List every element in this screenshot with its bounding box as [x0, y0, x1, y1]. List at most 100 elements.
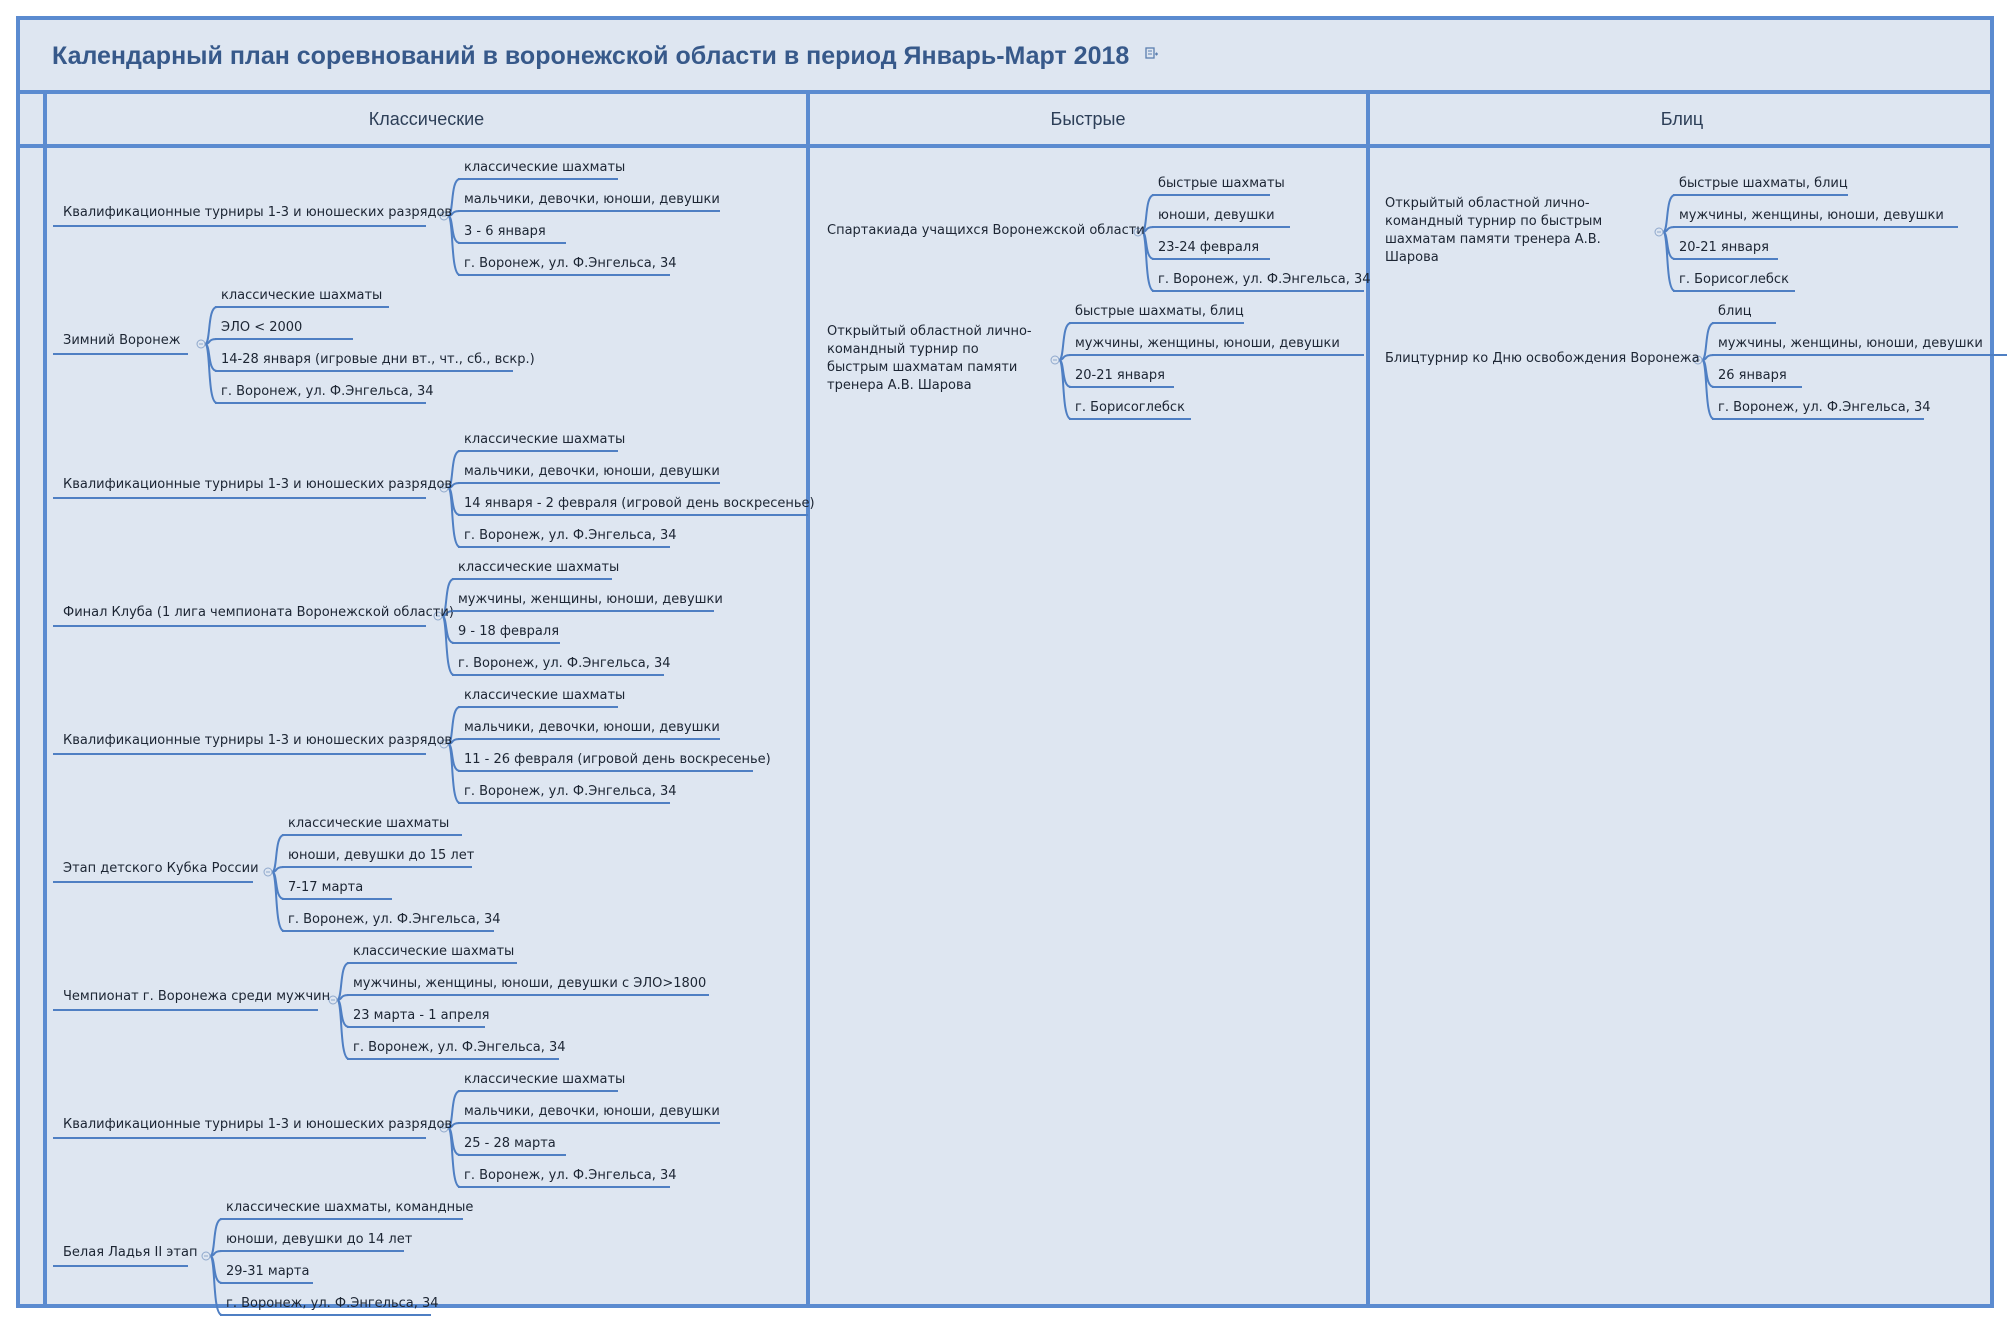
detail-node[interactable]: мальчики, девочки, юноши, девушки	[464, 192, 720, 207]
event-node[interactable]: Квалификационные турниры 1-3 и юношеских…	[63, 733, 453, 748]
collapse-toggle-icon[interactable]	[328, 995, 338, 1005]
detail-node[interactable]: мужчины, женщины, юноши, девушки	[1679, 208, 1944, 223]
detail-node[interactable]: г. Воронеж, ул. Ф.Энгельса, 34	[464, 528, 677, 543]
branch-connector	[1141, 231, 1155, 292]
column-header-rapid[interactable]: Быстрые	[1050, 109, 1126, 129]
event-node[interactable]: Зимний Воронеж	[63, 333, 181, 348]
detail-node[interactable]: юноши, девушки до 14 лет	[226, 1232, 413, 1247]
detail-underline	[458, 242, 566, 244]
detail-underline	[215, 402, 426, 404]
detail-node[interactable]: 23 марта - 1 апреля	[353, 1008, 490, 1023]
column-divider-2	[1366, 90, 1370, 1308]
detail-node[interactable]: юноши, девушки до 15 лет	[288, 848, 475, 863]
detail-node[interactable]: мужчины, женщины, юноши, девушки	[458, 592, 723, 607]
detail-underline	[458, 1122, 720, 1124]
event-node[interactable]: Чемпионат г. Воронежа среди мужчин	[63, 989, 331, 1004]
collapse-toggle-icon[interactable]	[1050, 355, 1060, 365]
detail-node[interactable]: блиц	[1718, 304, 1752, 319]
detail-node[interactable]: г. Воронеж, ул. Ф.Энгельса, 34	[1718, 400, 1931, 415]
title-divider	[16, 90, 1994, 94]
detail-underline	[1673, 290, 1795, 292]
detail-node[interactable]: мужчины, женщины, юноши, девушки с ЭЛО>1…	[353, 976, 707, 991]
event-node[interactable]: Открыйтый областной лично-командный турн…	[1385, 196, 1603, 265]
event-node[interactable]: Квалификационные турниры 1-3 и юношеских…	[63, 1117, 453, 1132]
detail-underline	[458, 482, 720, 484]
detail-underline	[1069, 354, 1364, 356]
event-node[interactable]: Этап детского Кубка России	[63, 861, 259, 876]
collapse-toggle-icon[interactable]	[1133, 227, 1143, 237]
collapse-toggle-icon[interactable]	[263, 867, 273, 877]
detail-node[interactable]: 25 - 28 марта	[464, 1136, 556, 1151]
detail-underline	[458, 546, 670, 548]
collapse-toggle-icon[interactable]	[439, 211, 449, 221]
event-node[interactable]: Финал Клуба (1 лига чемпионата Воронежск…	[63, 605, 454, 620]
branch-connector	[447, 487, 461, 548]
detail-node[interactable]: 20-21 января	[1679, 240, 1769, 255]
detail-node[interactable]: мужчины, женщины, юноши, девушки	[1718, 336, 1983, 351]
collapse-toggle-icon[interactable]	[433, 611, 443, 621]
event-node[interactable]: Открыйтый областной лично-командный турн…	[827, 324, 1032, 393]
detail-underline	[458, 770, 753, 772]
notes-icon[interactable]	[1145, 46, 1159, 60]
detail-node[interactable]: классические шахматы	[464, 688, 626, 703]
detail-node[interactable]: г. Воронеж, ул. Ф.Энгельса, 34	[464, 784, 677, 799]
detail-node[interactable]: 14 января - 2 февраля (игровой день воск…	[464, 496, 815, 511]
detail-node[interactable]: г. Борисоглебск	[1679, 272, 1789, 287]
detail-node[interactable]: 7-17 марта	[288, 880, 364, 895]
collapse-toggle-icon[interactable]	[1654, 227, 1664, 237]
detail-underline	[458, 738, 720, 740]
detail-node[interactable]: классические шахматы	[464, 160, 626, 175]
detail-node[interactable]: классические шахматы	[353, 944, 515, 959]
detail-underline	[452, 610, 714, 612]
detail-node[interactable]: г. Воронеж, ул. Ф.Энгельса, 34	[1158, 272, 1371, 287]
detail-underline	[458, 1154, 566, 1156]
detail-node[interactable]: 29-31 марта	[226, 1264, 310, 1279]
event-node[interactable]: Квалификационные турниры 1-3 и юношеских…	[63, 205, 453, 220]
detail-node[interactable]: 14-28 января (игровые дни вт., чт., сб.,…	[221, 352, 535, 367]
detail-node[interactable]: классические шахматы	[221, 288, 383, 303]
detail-node[interactable]: г. Борисоглебск	[1075, 400, 1185, 415]
detail-node[interactable]: 9 - 18 февраля	[458, 624, 560, 639]
collapse-toggle-icon[interactable]	[439, 483, 449, 493]
detail-node[interactable]: г. Воронеж, ул. Ф.Энгельса, 34	[226, 1296, 439, 1311]
detail-node[interactable]: мальчики, девочки, юноши, девушки	[464, 720, 720, 735]
detail-node[interactable]: 20-21 января	[1075, 368, 1165, 383]
detail-node[interactable]: мальчики, девочки, юноши, девушки	[464, 1104, 720, 1119]
detail-node[interactable]: 23-24 февраля	[1158, 240, 1260, 255]
detail-node[interactable]: г. Воронеж, ул. Ф.Энгельса, 34	[221, 384, 434, 399]
detail-node[interactable]: г. Воронеж, ул. Ф.Энгельса, 34	[464, 256, 677, 271]
event-node[interactable]: Белая Ладья II этап	[63, 1245, 198, 1260]
detail-node[interactable]: классические шахматы	[288, 816, 450, 831]
detail-node[interactable]: г. Воронеж, ул. Ф.Энгельса, 34	[464, 1168, 677, 1183]
detail-node[interactable]: г. Воронеж, ул. Ф.Энгельса, 34	[288, 912, 501, 927]
detail-underline	[458, 706, 618, 708]
detail-node[interactable]: 3 - 6 января	[464, 224, 546, 239]
detail-node[interactable]: классические шахматы, командные	[226, 1200, 474, 1215]
detail-node[interactable]: мужчины, женщины, юноши, девушки	[1075, 336, 1340, 351]
detail-node[interactable]: классические шахматы	[464, 1072, 626, 1087]
collapse-toggle-icon[interactable]	[201, 1251, 211, 1261]
detail-node[interactable]: классические шахматы	[464, 432, 626, 447]
detail-node[interactable]: мальчики, девочки, юноши, девушки	[464, 464, 720, 479]
detail-node[interactable]: быстрые шахматы, блиц	[1679, 176, 1848, 191]
detail-node[interactable]: г. Воронеж, ул. Ф.Энгельса, 34	[458, 656, 671, 671]
event-node[interactable]: Блицтурнир ко Дню освобождения Воронежа	[1385, 351, 1700, 366]
column-header-blitz[interactable]: Блиц	[1660, 109, 1704, 129]
collapse-toggle-icon[interactable]	[1693, 355, 1703, 365]
detail-node[interactable]: юноши, девушки	[1158, 208, 1275, 223]
collapse-toggle-icon[interactable]	[196, 339, 206, 349]
branch-connector	[447, 743, 461, 804]
column-header-classic[interactable]: Классические	[368, 109, 485, 129]
event-underline	[53, 881, 253, 883]
event-node[interactable]: Квалификационные турниры 1-3 и юношеских…	[63, 477, 453, 492]
detail-node[interactable]: ЭЛО < 2000	[221, 320, 303, 335]
detail-node[interactable]: г. Воронеж, ул. Ф.Энгельса, 34	[353, 1040, 566, 1055]
collapse-toggle-icon[interactable]	[439, 739, 449, 749]
detail-node[interactable]: 26 января	[1718, 368, 1787, 383]
detail-node[interactable]: быстрые шахматы	[1158, 176, 1285, 191]
detail-node[interactable]: 11 - 26 февраля (игровой день воскресень…	[464, 752, 771, 767]
collapse-toggle-icon[interactable]	[439, 1123, 449, 1133]
event-node[interactable]: Спартакиада учащихся Воронежской области	[827, 223, 1145, 238]
detail-node[interactable]: классические шахматы	[458, 560, 620, 575]
detail-node[interactable]: быстрые шахматы, блиц	[1075, 304, 1244, 319]
